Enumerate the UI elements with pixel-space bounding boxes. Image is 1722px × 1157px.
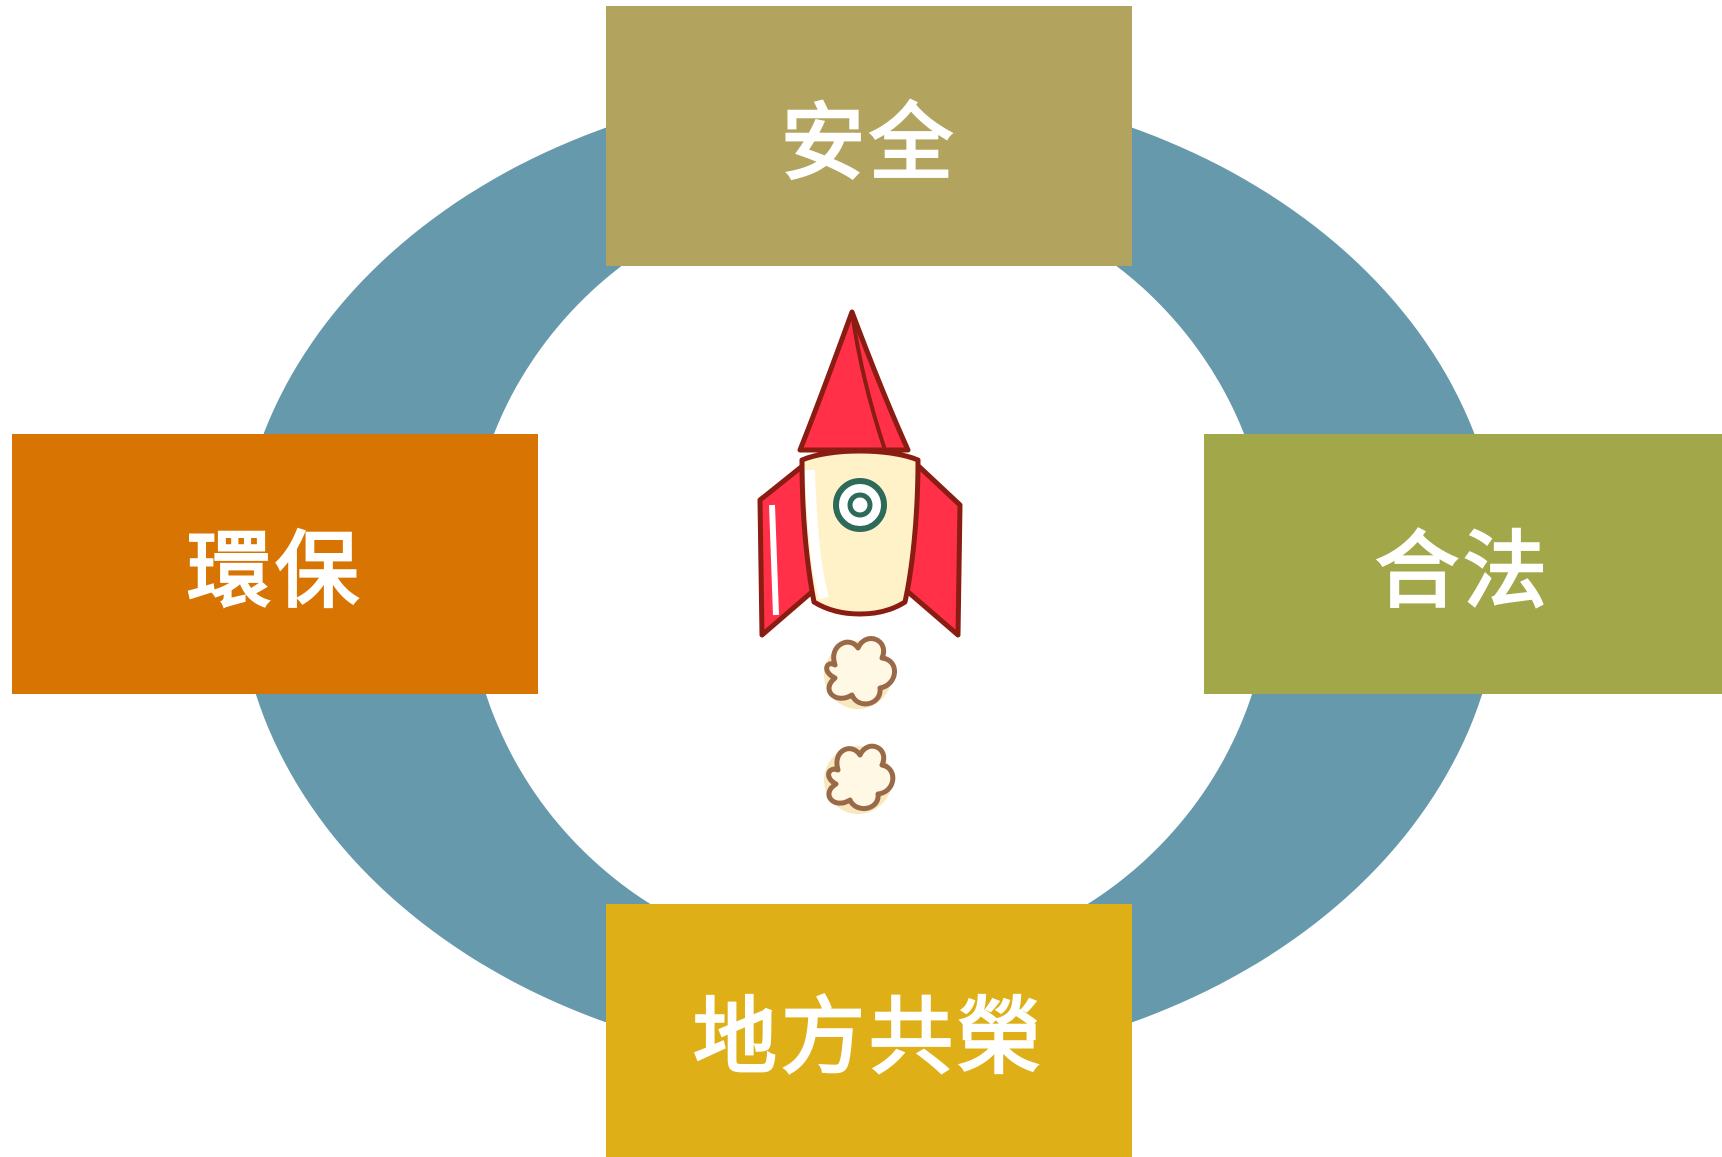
node-legality: 合法 bbox=[1204, 434, 1722, 694]
smoke-puff-2 bbox=[824, 743, 896, 814]
node-legality-label: 合法 bbox=[1374, 521, 1551, 620]
rocket-nose-line bbox=[850, 311, 887, 451]
node-local-prosperity: 地方共榮 bbox=[606, 904, 1132, 1157]
ring-shape bbox=[237, 83, 1501, 1067]
node-safety: 安全 bbox=[606, 6, 1132, 266]
node-environment: 環保 bbox=[12, 434, 538, 694]
node-local-prosperity-label: 地方共榮 bbox=[692, 988, 1045, 1086]
rocket-body bbox=[799, 448, 921, 617]
smoke-puff-1 bbox=[824, 636, 897, 709]
node-safety-label: 安全 bbox=[780, 93, 957, 192]
rocket-icon bbox=[757, 309, 963, 814]
node-environment-label: 環保 bbox=[186, 521, 363, 620]
